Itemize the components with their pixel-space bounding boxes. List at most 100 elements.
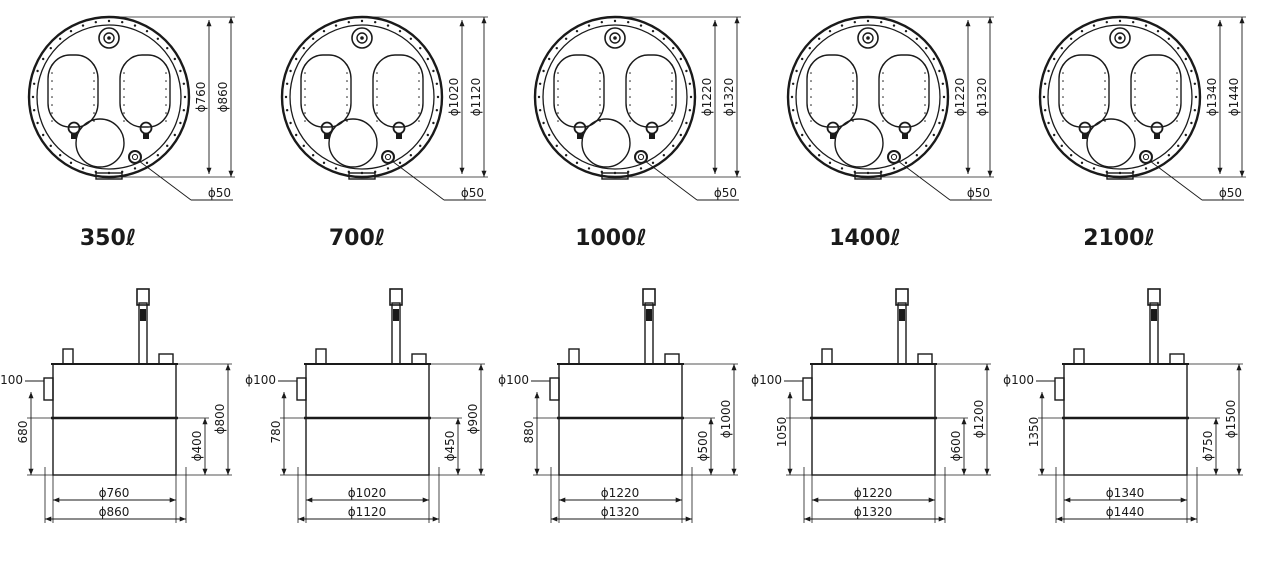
dim-inner-height: ϕ450 [443,431,457,462]
hatch-bolt [123,64,125,66]
tank-outer-rim [533,15,697,179]
hatch-bolt [346,120,348,122]
tank-inner-rim [1047,24,1193,170]
bolt-hole [538,108,542,112]
bolt-hole [1184,57,1188,61]
hatch-bolt [1104,72,1106,74]
hatch-bolt [599,72,601,74]
dim-inner-diameter: ϕ760 [194,82,208,113]
bolt-hole [853,20,857,24]
hatch-bolt [924,96,926,98]
vent-cap [821,348,833,365]
bolt-hole [800,133,804,137]
bolt-hole [689,95,693,99]
valve-riser [391,302,401,365]
bolt-hole [1052,57,1056,61]
hatch-bolt [1062,80,1064,82]
bolt-hole [795,69,798,73]
bolt-hole [1177,46,1180,50]
dim-left-height: 680 [16,421,30,444]
hatch-bolt [599,64,601,66]
bolt-hole [1190,69,1193,73]
hatch-bolt [1062,120,1064,122]
bolt-hole [547,133,551,137]
valve-stem [577,133,583,139]
bolt-hole [32,82,36,86]
bolt-hole [302,46,305,50]
hatch-bolt [376,64,378,66]
hatch-bolt [93,64,95,66]
fill-cap [158,353,174,365]
dim-inner-height: ϕ400 [190,431,204,462]
hatch-bolt [165,72,167,74]
drain-hole [634,150,648,164]
vent-cap [315,348,327,365]
dim-outer-width: ϕ1120 [348,505,386,519]
dim-inner-diameter: ϕ1020 [447,78,461,116]
hatch-bolt [1134,64,1136,66]
hatch-bolt [418,120,420,122]
bolt-hole [1184,133,1188,137]
bolt-hole [435,82,439,86]
hatch-bolt [599,112,601,114]
bolt-hole [679,133,683,137]
valve-handle [139,121,153,135]
top-fitting-bore [103,32,115,44]
dim-drain-hole: ϕ50 [208,186,231,200]
bolt-hole [1060,46,1063,50]
bolt-hole [1105,20,1109,24]
hatch-bolt [51,64,53,66]
dim-inner-diameter: ϕ1220 [953,78,967,116]
bolt-hole [49,46,52,50]
hatch-bolt [376,112,378,114]
hatch-bolt [418,72,420,74]
hatch-bolt [882,104,884,106]
hatch-bolt [924,72,926,74]
hatch-bolt [1104,104,1106,106]
dim-inner-height: ϕ750 [1201,431,1215,462]
bolt-hole [1144,167,1148,170]
drain-hole-inner [131,153,139,161]
hatch-bolt [1062,72,1064,74]
hatch-bolt [1176,88,1178,90]
bolt-hole [289,69,292,73]
hatch-bolt [1176,80,1178,82]
tank-inner-rim [795,24,941,170]
hatch-bolt [51,96,53,98]
bolt-hole [555,144,558,148]
valve-stem [830,133,836,139]
bolt-hole [915,154,919,157]
valve-actuator [136,288,150,306]
valve-stem [1082,133,1088,139]
bolt-hole [866,19,870,23]
top-fitting [857,27,879,49]
bolt-hole [879,20,883,24]
bolt-hole [587,167,591,170]
capacity-label: 700ℓ [329,226,385,251]
hatch-bolt [557,88,559,90]
hatch-bolt [810,88,812,90]
bolt-hole [808,144,811,148]
hatch-bolt [346,80,348,82]
bolt-hole [904,161,908,165]
side-pipe [43,377,54,401]
bolt-hole [542,121,545,125]
tank-body [52,363,177,476]
bolt-hole [426,57,430,61]
top-fitting [351,27,373,49]
hatch-bolt [1062,96,1064,98]
hatch-bolt [51,112,53,114]
bolt-hole [373,20,377,24]
bolt-hole [828,29,832,33]
hatch-bolt [882,88,884,90]
bolt-hole [49,144,52,148]
bolt-hole [1092,24,1096,27]
hatch-bolt [1176,72,1178,74]
hatch-bolt [123,112,125,114]
hatch-bolt [346,104,348,106]
hatch-bolt [1176,64,1178,66]
leader-drain [644,160,698,201]
bolt-hole [436,95,440,99]
hatch-bolt [1104,64,1106,66]
bolt-hole [828,161,832,165]
